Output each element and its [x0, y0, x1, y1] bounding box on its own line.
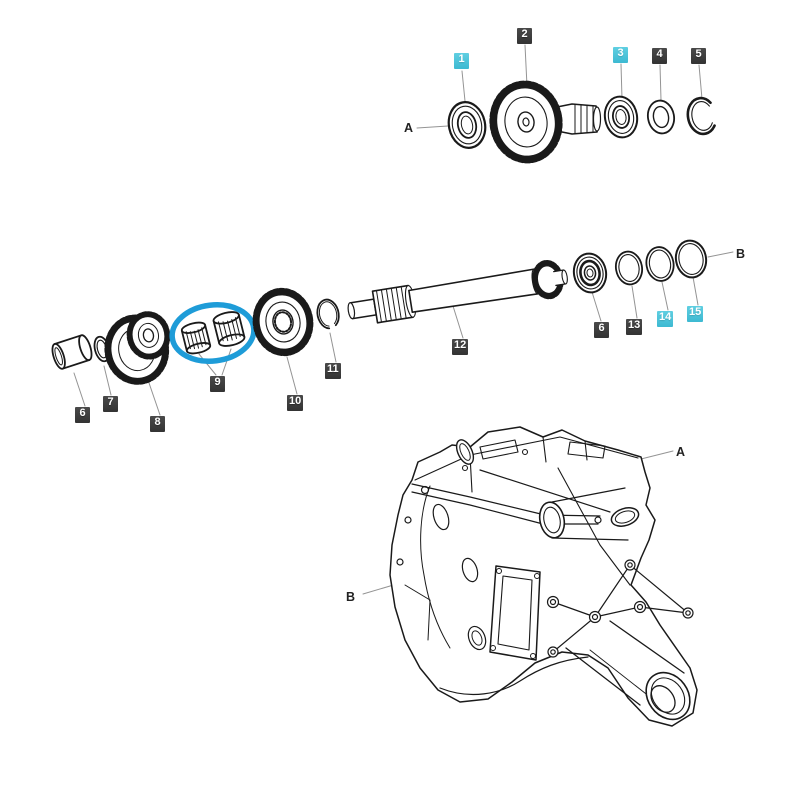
leader-line-9a — [198, 353, 217, 376]
part-1-bearing — [447, 101, 487, 149]
middle-shaft-assembly — [51, 239, 708, 385]
leader-line-7 — [103, 365, 112, 396]
part-2-shaft-splines — [551, 103, 602, 135]
callout-label-7[interactable]: 7 — [103, 396, 118, 412]
leader-line-13 — [631, 285, 638, 319]
leader-line-15 — [692, 276, 699, 306]
leader-line-9b — [221, 348, 232, 376]
callout-label-9[interactable]: 9 — [210, 376, 225, 392]
housing-bottom-flange — [439, 656, 589, 696]
housing-center-boss — [538, 487, 640, 541]
part-10-gear — [252, 287, 314, 357]
callout-label-12[interactable]: 12 — [452, 339, 469, 355]
gearbox-housing — [389, 426, 698, 727]
housing-bolt-bosses — [546, 467, 694, 658]
leader-line-6b — [591, 291, 602, 322]
callout-label-6[interactable]: 6 — [75, 407, 90, 423]
housing-oval-top — [455, 439, 475, 465]
part-12-shaft — [347, 259, 568, 324]
part-6-roller-bearing — [51, 334, 93, 370]
part-14-ring — [645, 246, 675, 282]
leader-line-11 — [329, 332, 337, 363]
leader-line-4 — [659, 64, 662, 101]
part-15-ring — [674, 239, 708, 279]
callout-label-11[interactable]: 11 — [325, 363, 341, 379]
callout-label-1[interactable]: 1 — [454, 53, 469, 69]
callout-label-13[interactable]: 13 — [626, 319, 643, 335]
housing-left-details — [396, 485, 487, 651]
leader-lines — [73, 44, 734, 595]
reference-letter-a-top: A — [404, 121, 414, 135]
part-11-snap-ring — [316, 298, 340, 330]
leader-line-a-housing — [636, 450, 674, 461]
leader-line-12 — [452, 305, 464, 339]
part-9-needle-bearing-right — [212, 311, 246, 347]
part-8-cluster-gear — [104, 311, 171, 385]
leader-line-a-top — [416, 125, 449, 129]
leader-line-5 — [698, 64, 703, 100]
callout-label-15[interactable]: 15 — [687, 306, 704, 322]
part-4-washer — [646, 99, 676, 135]
part-13-ring — [614, 250, 644, 286]
leader-line-6 — [73, 372, 86, 407]
reference-letter-b-mid: B — [736, 247, 746, 261]
leader-line-b-mid — [707, 251, 734, 258]
housing-output-snout — [565, 620, 691, 721]
reference-letter-b-housing: B — [346, 590, 356, 604]
callout-label-2[interactable]: 2 — [517, 28, 532, 44]
leader-line-8 — [147, 379, 161, 416]
callout-label-5[interactable]: 5 — [691, 48, 706, 64]
part-3-bearing — [603, 95, 639, 139]
part-2-gear — [489, 80, 563, 164]
part-6b-ball-bearing — [572, 252, 608, 294]
callout-label-3[interactable]: 3 — [613, 47, 628, 63]
part-5-snap-ring — [686, 96, 716, 136]
housing-top-face — [414, 436, 639, 493]
leader-line-14 — [661, 281, 669, 311]
callout-label-4[interactable]: 4 — [652, 48, 667, 64]
leader-line-3 — [620, 63, 623, 100]
housing-front-plate — [489, 565, 541, 661]
callout-label-6b[interactable]: 6 — [594, 322, 609, 338]
housing-shift-bracket — [411, 469, 611, 525]
leader-line-10 — [286, 356, 298, 395]
top-shaft-assembly — [447, 80, 716, 164]
leader-line-2 — [524, 44, 528, 87]
callout-label-8[interactable]: 8 — [150, 416, 165, 432]
callout-label-10[interactable]: 10 — [287, 395, 304, 411]
callout-label-14[interactable]: 14 — [657, 311, 674, 327]
reference-letter-a-housing: A — [676, 445, 686, 459]
part-9-needle-bearing-left — [180, 321, 212, 355]
